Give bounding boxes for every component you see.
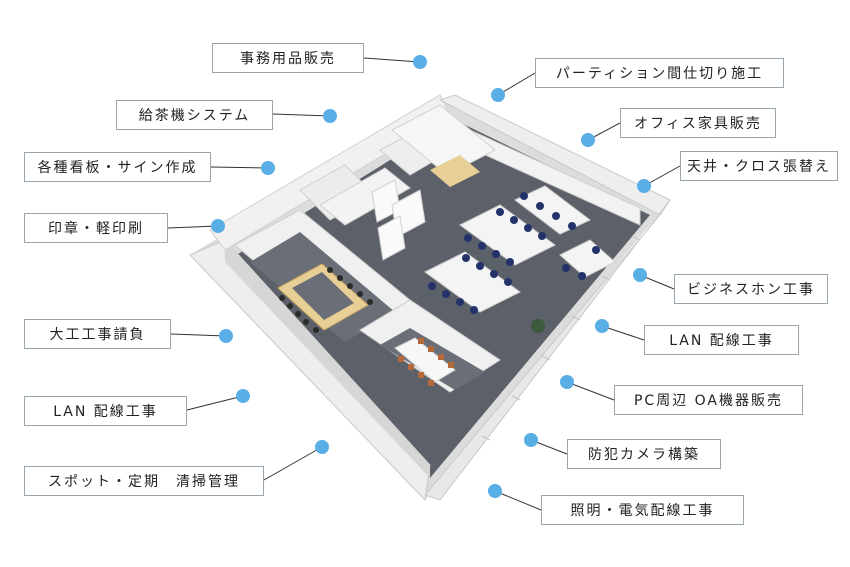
label-tea-system: 給茶機システム xyxy=(116,100,273,130)
label-furniture: オフィス家具販売 xyxy=(620,108,776,138)
label-carpentry: 大工工事請負 xyxy=(24,319,171,349)
callout-dot xyxy=(595,319,609,333)
callout-dot xyxy=(491,88,505,102)
label-partition: パーティション間仕切り施工 xyxy=(535,58,784,88)
callout-dot xyxy=(261,161,275,175)
label-office-supplies: 事務用品販売 xyxy=(212,43,364,73)
callout-dot xyxy=(560,375,574,389)
callout-dot xyxy=(488,484,502,498)
label-signage: 各種看板・サイン作成 xyxy=(24,152,211,182)
callout-dot xyxy=(637,179,651,193)
callout-dot xyxy=(413,55,427,69)
label-stamps: 印章・軽印刷 xyxy=(24,213,168,243)
label-pc-oa: PC周辺 OA機器販売 xyxy=(614,385,803,415)
label-cleaning: スポット・定期 清掃管理 xyxy=(24,466,264,496)
label-lighting: 照明・電気配線工事 xyxy=(541,495,744,525)
callout-dot xyxy=(236,389,250,403)
callout-dot xyxy=(524,433,538,447)
label-ceiling: 天井・クロス張替え xyxy=(680,151,838,181)
callout-dot xyxy=(633,268,647,282)
callout-dot xyxy=(315,440,329,454)
callout-dot xyxy=(581,133,595,147)
label-business-phone: ビジネスホン工事 xyxy=(674,274,828,304)
label-lan-right: LAN 配線工事 xyxy=(644,325,799,355)
label-lan-left: LAN 配線工事 xyxy=(24,396,187,426)
callout-dot xyxy=(219,329,233,343)
label-camera: 防犯カメラ構築 xyxy=(567,439,721,469)
callout-dot xyxy=(323,109,337,123)
callout-dot xyxy=(211,219,225,233)
